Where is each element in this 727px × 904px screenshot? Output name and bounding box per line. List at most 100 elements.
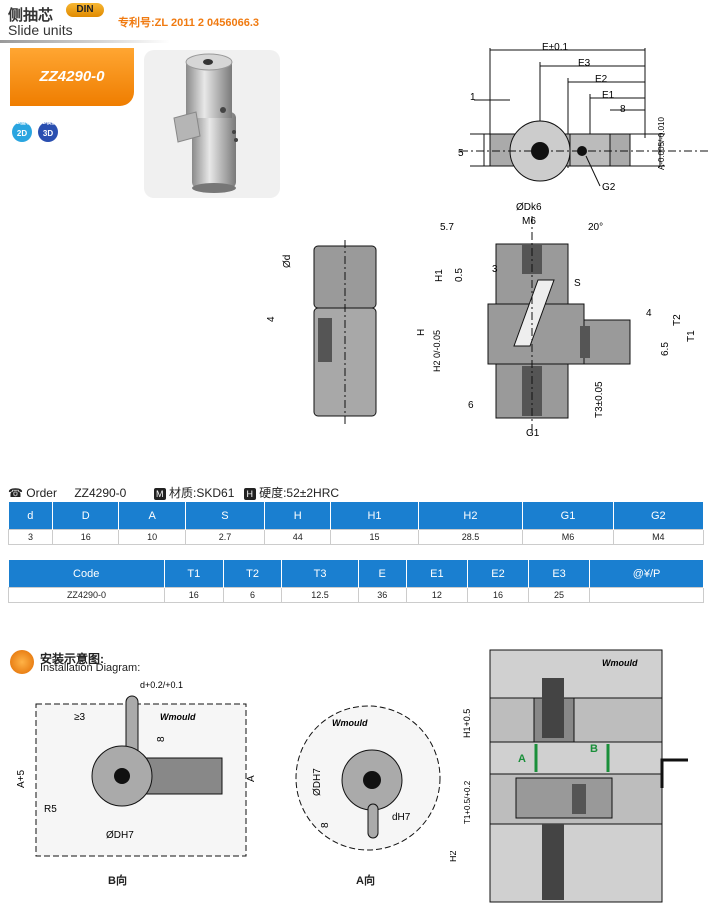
table1-cell: 3 <box>7 529 54 545</box>
dim-4-front: 4 <box>646 308 652 319</box>
hardness-icon: H <box>243 488 256 500</box>
dim-3: 3 <box>492 264 498 275</box>
table1-header: G2 <box>613 502 705 530</box>
install-mold-section: Wmould H1+0.5 T1+0.5/+0.2 H2 A B <box>450 649 688 903</box>
dim-1: 1 <box>470 92 476 103</box>
dim-a-tol: A-0.005/-0.010 <box>657 117 666 170</box>
dim-4-side: 4 <box>266 316 277 322</box>
dim-g2: G2 <box>602 182 616 193</box>
badge-3d-label: 3D <box>42 129 54 138</box>
dim-h1: H1 <box>434 269 445 282</box>
table2-cell: 12.5 <box>281 587 359 603</box>
dim-t1-tol: T1+0.5/+0.2 <box>463 780 472 824</box>
table2-header: E2 <box>467 560 530 588</box>
dim-t3: T3±0.05 <box>594 381 605 418</box>
dim-0-5: 0.5 <box>454 268 465 282</box>
badge-3d[interactable]: 3D模型 3D <box>38 120 58 142</box>
dim-a5: A+5 <box>16 769 27 788</box>
table1-header: H <box>264 502 332 530</box>
install-title-en: Installation Diagram: <box>40 662 141 674</box>
order-label: Order <box>26 486 57 500</box>
table1-header: D <box>52 502 120 530</box>
dim-8-b: 8 <box>156 736 167 742</box>
brand-a: Wmould <box>332 718 368 728</box>
arrow-b-label: B <box>590 743 598 755</box>
table1-cell: M6 <box>522 529 614 545</box>
badge-2d-top: 2D图形 <box>13 120 31 126</box>
table2-cell: 36 <box>357 587 407 603</box>
table2-header: E <box>358 560 407 588</box>
dim-s: S <box>574 278 581 289</box>
a-view-label: A向 <box>356 875 375 887</box>
install-title-cn: 安装示意图: <box>40 652 104 666</box>
slide-unit-render <box>173 53 238 193</box>
badge-2d[interactable]: 2D图形 2D <box>12 120 32 142</box>
table1-cell: 10 <box>118 529 186 545</box>
table2-cell <box>589 587 704 603</box>
table2-cell: ZZ4290-0 <box>8 587 165 603</box>
table1-header: H1 <box>330 502 419 530</box>
table2-cell: 16 <box>163 587 224 603</box>
install-b-view: Wmould d+0.2/+0.1 ≥3 8 A+5 A R5 ØDH7 <box>16 680 257 857</box>
table1-header: G1 <box>522 502 614 530</box>
order-code: ZZ4290-0 <box>74 486 127 500</box>
arrow-a-label: A <box>518 753 526 765</box>
install-logo-icon <box>10 650 34 674</box>
dim-h2-mold: H2 <box>450 850 458 862</box>
dim-5: 5 <box>458 148 464 159</box>
dim-d-tol: d+0.2/+0.1 <box>140 680 183 690</box>
table2-cell: 25 <box>528 587 591 603</box>
table2-cell: 12 <box>405 587 468 603</box>
dim-ge3: ≥3 <box>74 712 85 723</box>
table1-cell: 16 <box>52 529 120 545</box>
table1-cell: M4 <box>612 529 705 545</box>
dim-a-b: A <box>246 775 257 782</box>
table2-cell: 16 <box>466 587 530 603</box>
table1-header: H2 <box>418 502 524 530</box>
title-cn: 侧抽芯 <box>8 7 54 24</box>
dim-dh7-small: dH7 <box>392 812 411 823</box>
table2-cell: 6 <box>222 587 283 603</box>
table-row: 3 16 10 2.7 44 15 28.5 M6 M4 <box>7 529 705 545</box>
patent-number: 专利号:ZL 2011 2 0456066.3 <box>118 17 260 29</box>
dim-5-7: 5.7 <box>440 222 454 233</box>
install-a-view: Wmould ØDH7 dH7 8 <box>295 705 441 851</box>
dim-20deg: 20° <box>588 222 603 233</box>
dim-t1: T1 <box>686 330 697 342</box>
dim-8-a: 8 <box>320 822 331 828</box>
dim-r5: R5 <box>44 804 57 815</box>
table2-header: @¥/P <box>589 560 704 588</box>
dim-6-5: 6.5 <box>660 342 671 356</box>
table1-header: S <box>185 502 266 530</box>
dim-m6: M6 <box>522 216 536 227</box>
table1-cell: 44 <box>264 529 332 545</box>
dim-h2: H2 0/-0.05 <box>432 330 442 372</box>
spec-table-1: d D A S H H1 H2 G1 G2 3 16 10 2.7 44 15 … <box>7 502 705 545</box>
material-icon: M <box>153 488 166 500</box>
order-line: ☎ Order ZZ4290-0 M 材质:SKD61 H 硬度:52±2HRC <box>8 484 339 501</box>
table2-header: E1 <box>406 560 468 588</box>
product-code-tab: ZZ4290-0 <box>10 48 134 106</box>
brand-mold: Wmould <box>602 658 638 668</box>
product-photo <box>144 50 280 198</box>
table1-cell: 28.5 <box>417 529 524 545</box>
table2-header: Code <box>8 560 165 588</box>
dim-e: E±0.1 <box>542 42 568 53</box>
material: 材质:SKD61 <box>169 486 235 500</box>
dim-dk6: ØDk6 <box>516 202 542 213</box>
dim-e2: E2 <box>595 74 608 85</box>
front-section-drawing: ØDk6 M6 5.7 20° 3 S H1 0.5 H H2 0/-0.05 … <box>416 202 697 439</box>
phone-icon: ☎ <box>8 486 23 500</box>
dim-t2: T2 <box>672 314 683 326</box>
dim-6: 6 <box>468 400 474 411</box>
badge-3d-top: 3D模型 <box>39 120 57 126</box>
spec-table-2: Code T1 T2 T3 E E1 E2 E3 @¥/P ZZ4290-0 1… <box>8 560 704 603</box>
dim-e1: E1 <box>602 90 615 101</box>
dim-h: H <box>416 329 427 336</box>
header-divider <box>0 40 170 43</box>
b-view-label: B向 <box>108 875 127 887</box>
dim-e3: E3 <box>578 58 591 69</box>
dim-g1: G1 <box>526 428 540 439</box>
table1-cell: 15 <box>330 529 419 545</box>
dim-d: Ød <box>282 255 293 268</box>
